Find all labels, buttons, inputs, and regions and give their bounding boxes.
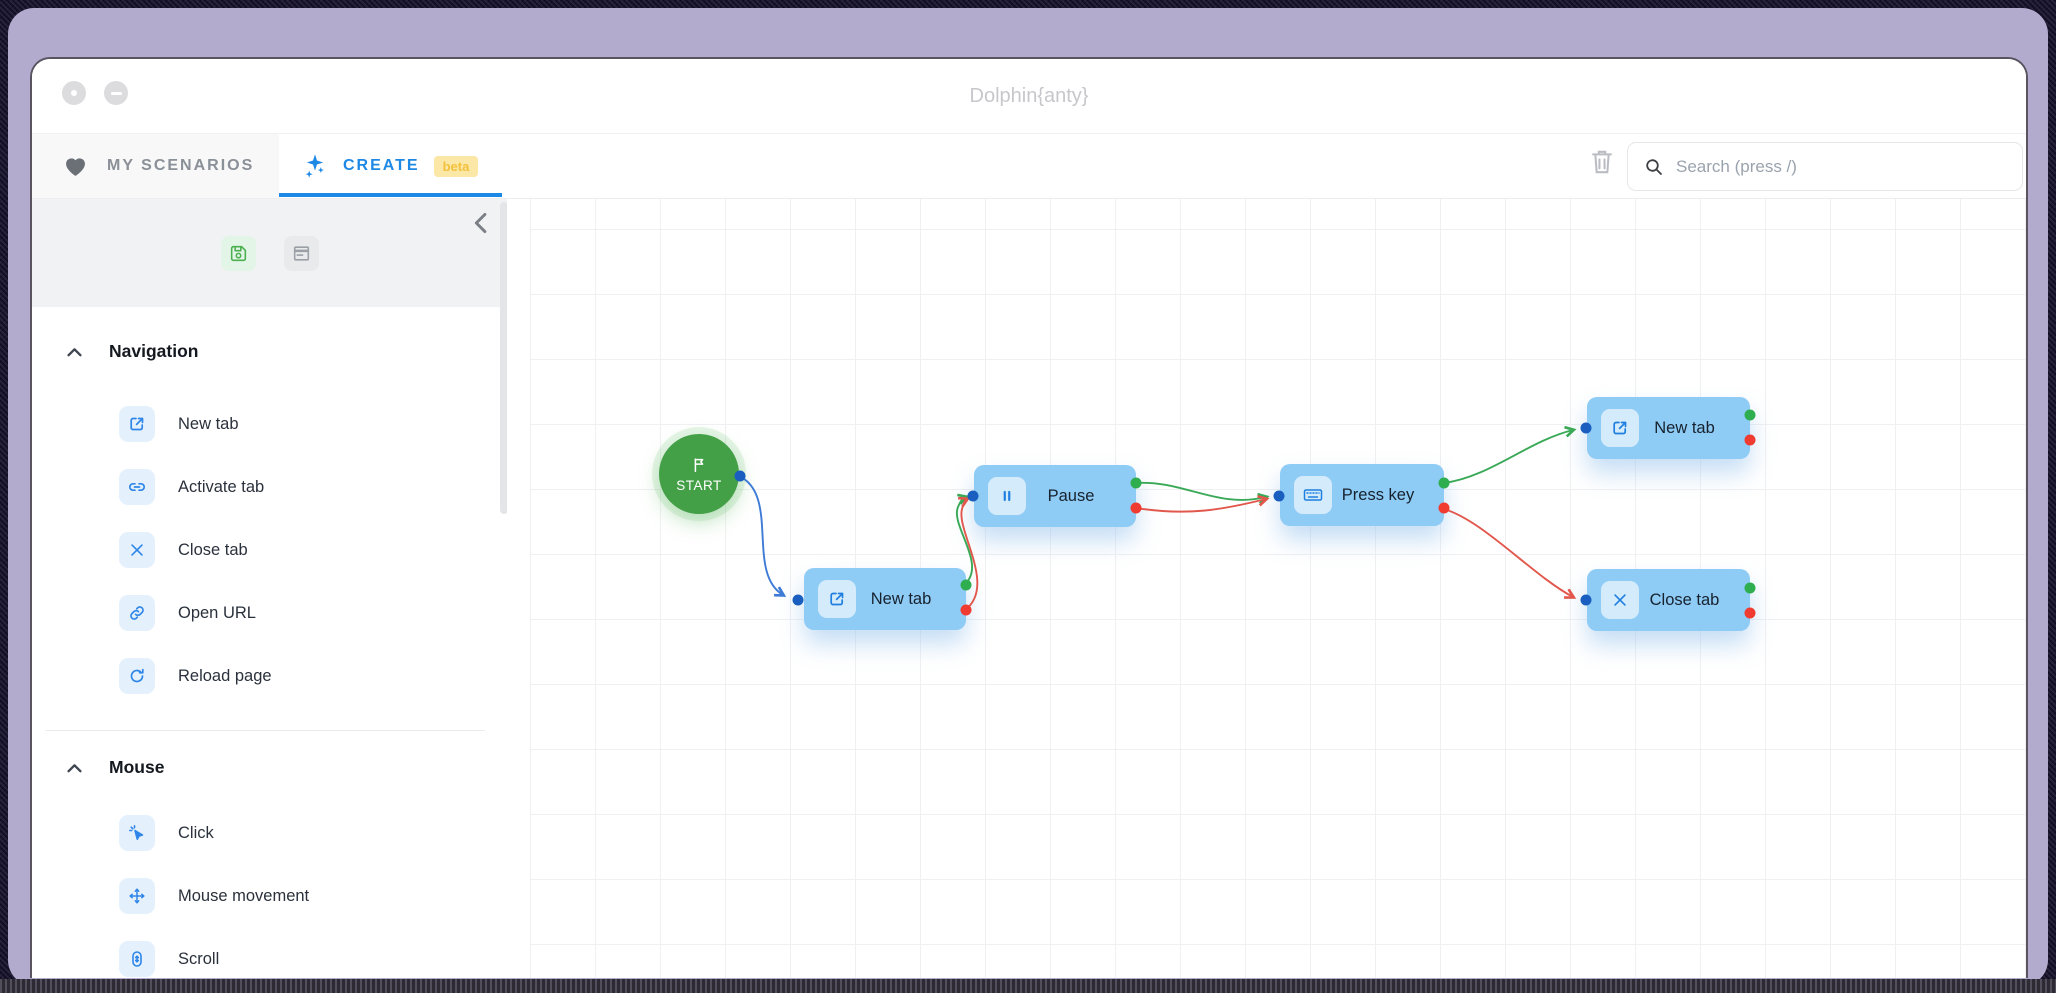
flow-node-label: Close tab: [1649, 590, 1720, 609]
trash-icon: [1592, 150, 1612, 174]
tab-my-scenarios[interactable]: MY SCENARIOS: [32, 134, 279, 198]
action-item-open-url[interactable]: Open URL: [119, 595, 507, 631]
background-noise-strip: [0, 979, 2056, 993]
close-tab-icon: [1601, 581, 1639, 619]
window-minimize-glyph: [110, 91, 122, 95]
edge-pause-presskey-error: [1135, 499, 1266, 513]
edge-start-newtab1: [738, 475, 783, 595]
new-tab-icon: [818, 580, 856, 618]
action-list: Navigation New tab Activate tab: [32, 307, 507, 978]
search-icon: [1646, 158, 1662, 175]
flow-node-pause[interactable]: Pause: [974, 465, 1136, 527]
flow-layer: START New tab Pause: [32, 59, 2026, 978]
chevron-left-icon: [474, 212, 487, 234]
new-tab-icon: [1601, 409, 1639, 447]
section-divider: [45, 730, 485, 731]
action-item-activate-tab[interactable]: Activate tab: [119, 469, 507, 505]
action-item-label: Close tab: [178, 540, 248, 559]
window-close-glyph: [71, 90, 77, 96]
section-header-mouse[interactable]: Mouse: [67, 757, 507, 778]
flow-node-label: Press key: [1341, 485, 1415, 504]
flow-node-new-tab-1[interactable]: New tab: [804, 568, 966, 630]
section-title: Mouse: [109, 757, 165, 777]
close-tab-icon: [119, 532, 155, 568]
flow-node-label: New tab: [870, 589, 932, 608]
edge-pause-presskey-success: [1135, 481, 1266, 500]
logs-panel-button[interactable]: [283, 235, 319, 271]
press-key-icon: [1294, 476, 1332, 514]
action-item-label: Scroll: [178, 949, 220, 968]
click-icon: [119, 815, 155, 851]
tab-create-label: CREATE: [343, 157, 420, 174]
edge-presskey-closetab-error: [1443, 508, 1573, 597]
app-window: Dolphin{anty} MY SCENARIOS CREATE beta: [30, 57, 2028, 978]
window-title: Dolphin{anty}: [969, 85, 1089, 107]
titlebar: Dolphin{anty}: [32, 59, 2026, 134]
flag-icon: [694, 457, 704, 472]
delete-scenario-button[interactable]: [1587, 147, 1617, 177]
search-box[interactable]: [1627, 142, 2023, 191]
flow-node-new-tab-2[interactable]: New tab: [1587, 397, 1750, 459]
action-item-reload-page[interactable]: Reload page: [119, 658, 507, 694]
tab-my-scenarios-label: MY SCENARIOS: [107, 157, 255, 174]
action-item-new-tab[interactable]: New tab: [119, 406, 507, 442]
section-header-navigation[interactable]: Navigation: [67, 341, 507, 362]
sidebar-scrollbar[interactable]: [500, 202, 508, 514]
sidebar-toolbar: [32, 199, 507, 307]
active-tab-underline: [279, 193, 502, 197]
heart-icon: [62, 153, 89, 180]
section-title: Navigation: [109, 341, 199, 361]
action-item-close-tab[interactable]: Close tab: [119, 532, 507, 568]
flow-node-press-key[interactable]: Press key: [1280, 464, 1444, 526]
action-item-label: Click: [178, 823, 214, 842]
save-icon: [230, 245, 246, 261]
search-input[interactable]: [1676, 156, 2006, 177]
flow-node-label: New tab: [1654, 418, 1715, 437]
start-node-label: START: [676, 477, 722, 493]
reload-page-icon: [119, 658, 155, 694]
action-item-label: Reload page: [178, 666, 272, 685]
flow-node-label: Pause: [1047, 486, 1095, 505]
action-item-label: Mouse movement: [178, 886, 310, 905]
save-scenario-button[interactable]: [220, 235, 256, 271]
action-item-click[interactable]: Click: [119, 815, 507, 851]
pause-icon: [988, 477, 1026, 515]
flow-node-start[interactable]: START: [659, 434, 739, 514]
edge-presskey-newtab2-success: [1443, 430, 1573, 484]
sparkles-icon: [301, 152, 329, 180]
window-minimize-button[interactable]: [104, 81, 128, 105]
logs-icon: [293, 245, 309, 261]
window-close-button[interactable]: [62, 81, 86, 105]
scroll-icon: [119, 941, 155, 977]
flow-node-close-tab[interactable]: Close tab: [1587, 569, 1750, 631]
open-url-icon: [119, 595, 155, 631]
tab-create[interactable]: CREATE beta: [279, 134, 502, 198]
mouse-movement-icon: [119, 878, 155, 914]
chevron-up-icon: [67, 347, 82, 356]
action-item-scroll[interactable]: Scroll: [119, 941, 507, 977]
action-item-label: Activate tab: [178, 477, 265, 496]
chevron-up-icon: [67, 763, 82, 772]
scenario-canvas[interactable]: [507, 199, 2026, 978]
new-tab-icon: [119, 406, 155, 442]
action-item-label: Open URL: [178, 603, 256, 622]
actions-sidebar: Navigation New tab Activate tab: [32, 199, 508, 978]
action-item-label: New tab: [178, 414, 239, 433]
collapse-sidebar-button[interactable]: [468, 211, 492, 235]
activate-tab-icon: [119, 469, 155, 505]
beta-badge: beta: [433, 155, 479, 177]
action-item-mouse-movement[interactable]: Mouse movement: [119, 878, 507, 914]
